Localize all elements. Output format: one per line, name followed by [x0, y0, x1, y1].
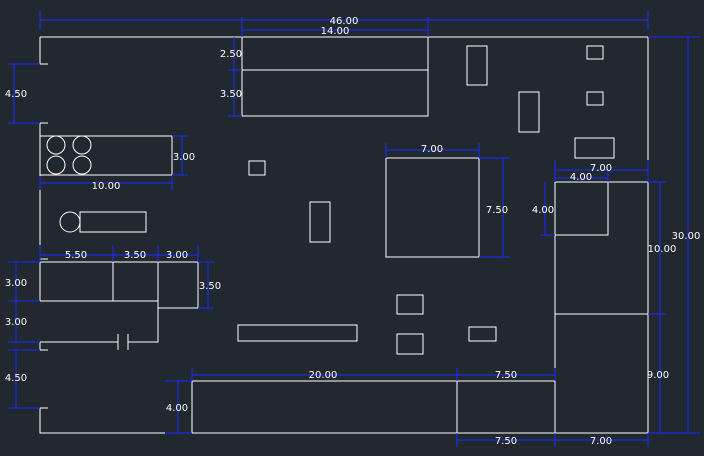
dim-left-notch-bottom: 4.50 — [5, 373, 27, 384]
bottom-block — [191, 380, 556, 434]
dim-left-row-c: 3.00 — [166, 250, 188, 261]
small-square-1 — [248, 160, 266, 176]
dim-bottom-block-width: 20.00 — [309, 370, 338, 381]
dim-top-block-width: 14.00 — [321, 26, 350, 37]
dim-bottom-b: 7.00 — [590, 436, 612, 447]
top-slot-4 — [518, 91, 540, 133]
dim-bottom-block-right: 7.50 — [495, 370, 517, 381]
left-box-c — [157, 261, 199, 309]
dim-right-box-width: 7.00 — [590, 163, 612, 174]
small-square-2 — [396, 294, 424, 315]
long-strip — [237, 324, 358, 342]
top-slot-1 — [466, 45, 488, 86]
dim-center-square-height: 7.50 — [486, 205, 508, 216]
circle-3 — [46, 155, 66, 175]
circle-box — [39, 135, 173, 176]
dim-left-col-1: 3.00 — [5, 278, 27, 289]
dim-right-inner-width: 4.00 — [570, 172, 592, 183]
top-slot-3 — [586, 91, 604, 106]
circle-4 — [72, 155, 92, 175]
dim-right-upper-height: 10.00 — [648, 244, 677, 255]
dim-circle-box-width: 10.00 — [92, 181, 121, 192]
center-square — [385, 157, 480, 258]
top-slot-5 — [574, 137, 615, 159]
dim-left-col-2: 3.00 — [5, 317, 27, 328]
circle-1 — [46, 135, 66, 155]
dim-left-row-height: 3.50 — [199, 281, 221, 292]
dim-bottom-block-height: 4.00 — [166, 403, 188, 414]
dim-right-lower-height: 9.00 — [647, 370, 669, 381]
dim-left-row-b: 3.50 — [124, 250, 146, 261]
dimension-labels: 46.00 14.00 2.50 3.50 4.50 3.00 10.00 7.… — [5, 16, 700, 447]
dim-right-inner-height: 4.00 — [532, 205, 554, 216]
dim-left-notch-top: 4.50 — [5, 89, 27, 100]
top-slot-2 — [586, 45, 604, 60]
dim-circle-box-height: 3.00 — [173, 152, 195, 163]
dim-top-block-upper: 2.50 — [220, 49, 242, 60]
small-square-3 — [396, 333, 424, 355]
circle-2 — [72, 135, 92, 155]
dim-center-square-width: 7.00 — [421, 144, 443, 155]
dim-overall-height: 30.00 — [672, 231, 701, 242]
left-box-extension — [40, 300, 159, 343]
dim-top-block-lower: 3.50 — [220, 89, 242, 100]
knob-bar — [79, 211, 147, 233]
dim-bottom-a: 7.50 — [495, 436, 517, 447]
dimension-lines — [8, 10, 700, 447]
top-block — [241, 36, 429, 117]
small-slot-right — [468, 326, 497, 342]
small-slot-mid — [309, 201, 331, 243]
dim-overall-width: 46.00 — [330, 16, 359, 27]
right-inner-square — [554, 181, 609, 236]
dim-left-row-a: 5.50 — [65, 250, 87, 261]
